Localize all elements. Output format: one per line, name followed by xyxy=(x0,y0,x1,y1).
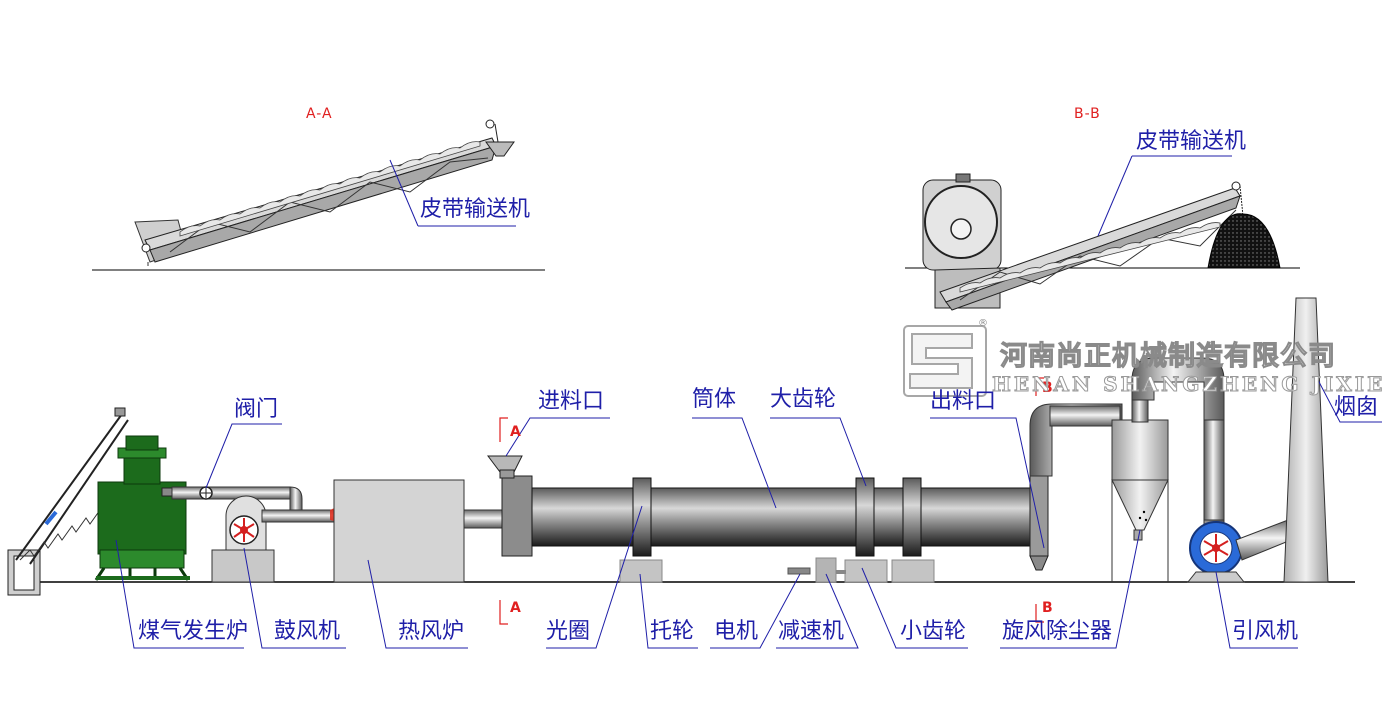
fan-duct xyxy=(1131,357,1225,531)
label-feed-inlet: 进料口 xyxy=(538,389,605,414)
label-cyclone: 旋风除尘器 xyxy=(1002,619,1113,644)
watermark-company-cn: 河南尚正机械制造有限公司 xyxy=(1000,341,1336,373)
hot-air-duct xyxy=(463,509,505,529)
label-hot-furnace: 热风炉 xyxy=(398,619,465,644)
rolling-ring-2 xyxy=(902,477,922,557)
induced-fan xyxy=(1186,519,1297,583)
watermark-registered-mark: ® xyxy=(978,318,989,329)
hot-air-furnace xyxy=(333,479,465,583)
feed-head xyxy=(487,455,533,557)
label-aa-conveyor: 皮带输送机 xyxy=(420,197,531,222)
big-gear xyxy=(855,477,875,557)
section-mark-a-bottom: A xyxy=(510,600,521,616)
chimney xyxy=(1283,297,1329,583)
label-discharge: 出料口 xyxy=(930,389,997,414)
label-reducer: 减速机 xyxy=(778,619,845,644)
label-induced-fan: 引风机 xyxy=(1232,619,1299,644)
label-motor: 电机 xyxy=(714,619,759,644)
label-valve: 阀门 xyxy=(234,397,279,422)
label-rolling-ring: 光圈 xyxy=(546,619,591,644)
leader-bb-conveyor xyxy=(1097,155,1133,237)
leader-aa-conveyor xyxy=(389,159,419,227)
section-bb-view xyxy=(905,173,1300,311)
dryer-drum xyxy=(531,487,1031,547)
cyclone xyxy=(1111,399,1169,582)
gas-generator xyxy=(94,435,190,581)
section-bb-title: B-B xyxy=(1074,106,1101,122)
watermark-company-en: HENAN SHANGZHENG JIXIE xyxy=(991,372,1386,397)
label-gas-generator: 煤气发生炉 xyxy=(138,619,249,644)
blower xyxy=(211,495,335,583)
section-mark-b-top: B xyxy=(1042,380,1053,396)
label-big-gear: 大齿轮 xyxy=(770,387,837,412)
feed-elevator xyxy=(7,407,143,596)
section-marker-lines xyxy=(499,377,1044,625)
exhaust-duct xyxy=(1029,403,1123,477)
label-pinion: 小齿轮 xyxy=(900,619,967,644)
watermark-logo xyxy=(903,325,987,397)
label-chimney: 烟囱 xyxy=(1334,395,1379,420)
rolling-ring-1 xyxy=(632,477,652,557)
label-blower: 鼓风机 xyxy=(274,619,341,644)
leader-lines xyxy=(115,379,1382,649)
label-bb-conveyor: 皮带输送机 xyxy=(1136,129,1247,154)
section-aa-title: A-A xyxy=(306,106,333,122)
section-mark-b-bottom: B xyxy=(1042,600,1053,616)
label-support-roller: 托轮 xyxy=(650,619,695,644)
section-mark-a-top: A xyxy=(510,424,521,440)
label-drum: 筒体 xyxy=(692,387,737,412)
drum-supports xyxy=(619,557,935,583)
section-aa-view xyxy=(92,119,545,271)
